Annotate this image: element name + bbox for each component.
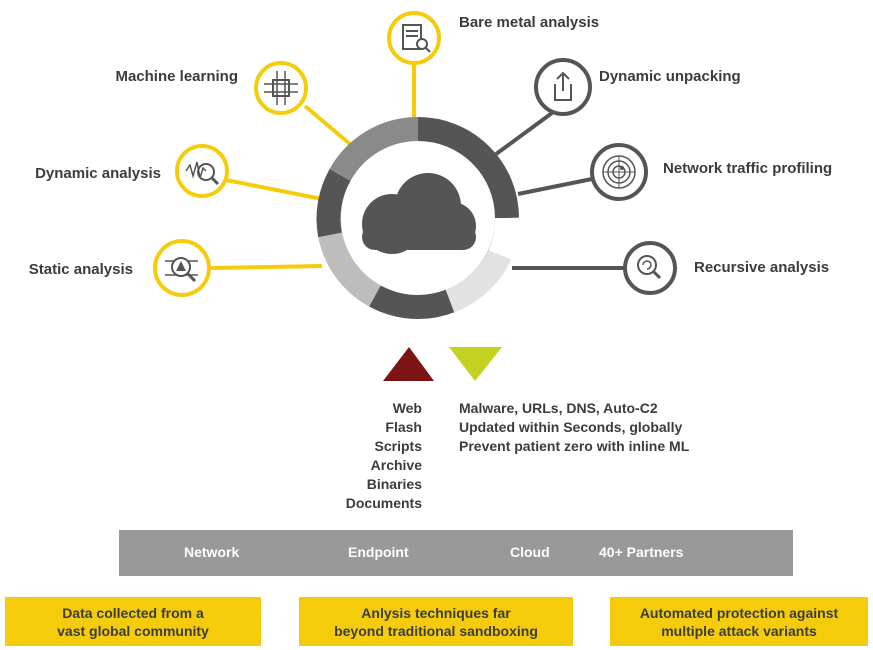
platform-partners: 40+ Partners (599, 544, 684, 560)
label-dynamic-analysis: Dynamic analysis (35, 165, 161, 182)
connector-network-traffic (517, 177, 593, 196)
connector-machine-learning (303, 104, 359, 152)
cloud-icon (362, 173, 476, 254)
input-types-list: Web Flash Scripts Archive Binaries Docum… (346, 399, 422, 513)
list-item: Flash (385, 419, 422, 435)
waveform-search-icon[interactable] (175, 144, 229, 198)
upload-icon[interactable] (534, 58, 592, 116)
refresh-search-icon[interactable] (623, 241, 677, 295)
label-recursive-analysis: Recursive analysis (694, 259, 830, 276)
ring-segment-bottom-left (318, 232, 382, 307)
output-list: Malware, URLs, DNS, Auto-C2 Updated with… (459, 399, 689, 456)
ring-segment-left (316, 169, 351, 238)
server-search-icon[interactable] (387, 11, 441, 65)
ring-segment-right (417, 117, 519, 219)
summary-line: Automated protection against (639, 604, 839, 621)
warning-search-icon[interactable] (153, 239, 211, 297)
list-item: Documents (345, 495, 422, 511)
summary-line: Anlysis techniques far (361, 604, 511, 621)
inbound-arrow (383, 347, 434, 381)
label-static-analysis: Static analysis (28, 261, 133, 278)
outbound-arrow (449, 347, 502, 381)
summary-box-protection: Automated protection against multiple at… (610, 597, 868, 646)
central-ring (316, 116, 519, 319)
list-item: Prevent patient zero with inline ML (459, 438, 690, 454)
ring-segment-bottom (369, 285, 455, 319)
connector-dynamic-unpacking (486, 111, 554, 162)
list-item: Web (392, 400, 422, 416)
summary-box-data: Data collected from a vast global commun… (5, 597, 261, 646)
list-item: Binaries (366, 476, 422, 492)
connector-dynamic-analysis (225, 178, 328, 202)
summary-box-analysis: Anlysis techniques far beyond traditiona… (299, 597, 573, 646)
platform-endpoint: Endpoint (348, 544, 409, 560)
list-item: Updated within Seconds, globally (459, 419, 683, 435)
chip-network-icon[interactable] (254, 61, 308, 115)
platform-bar: Network Endpoint Cloud 40+ Partners (119, 530, 793, 576)
label-machine-learning: Machine learning (115, 68, 238, 85)
platform-network: Network (184, 544, 240, 560)
summary-line: Data collected from a (62, 604, 204, 621)
label-dynamic-unpacking: Dynamic unpacking (599, 68, 741, 85)
summary-line: multiple attack variants (661, 622, 817, 639)
label-network-traffic-profiling: Network traffic profiling (663, 160, 833, 177)
summary-line: vast global community (57, 622, 209, 639)
list-item: Scripts (374, 438, 422, 454)
list-item: Malware, URLs, DNS, Auto-C2 (459, 400, 658, 416)
connector-lines (209, 62, 627, 270)
list-item: Archive (370, 457, 422, 473)
ring-segment-bottom-right (445, 249, 511, 313)
label-bare-metal-analysis: Bare metal analysis (459, 14, 600, 31)
radar-icon[interactable] (590, 143, 648, 201)
summary-line: beyond traditional sandboxing (334, 622, 538, 639)
connector-static-analysis (209, 264, 323, 270)
ring-segment-top (329, 116, 419, 182)
platform-cloud: Cloud (510, 544, 550, 560)
